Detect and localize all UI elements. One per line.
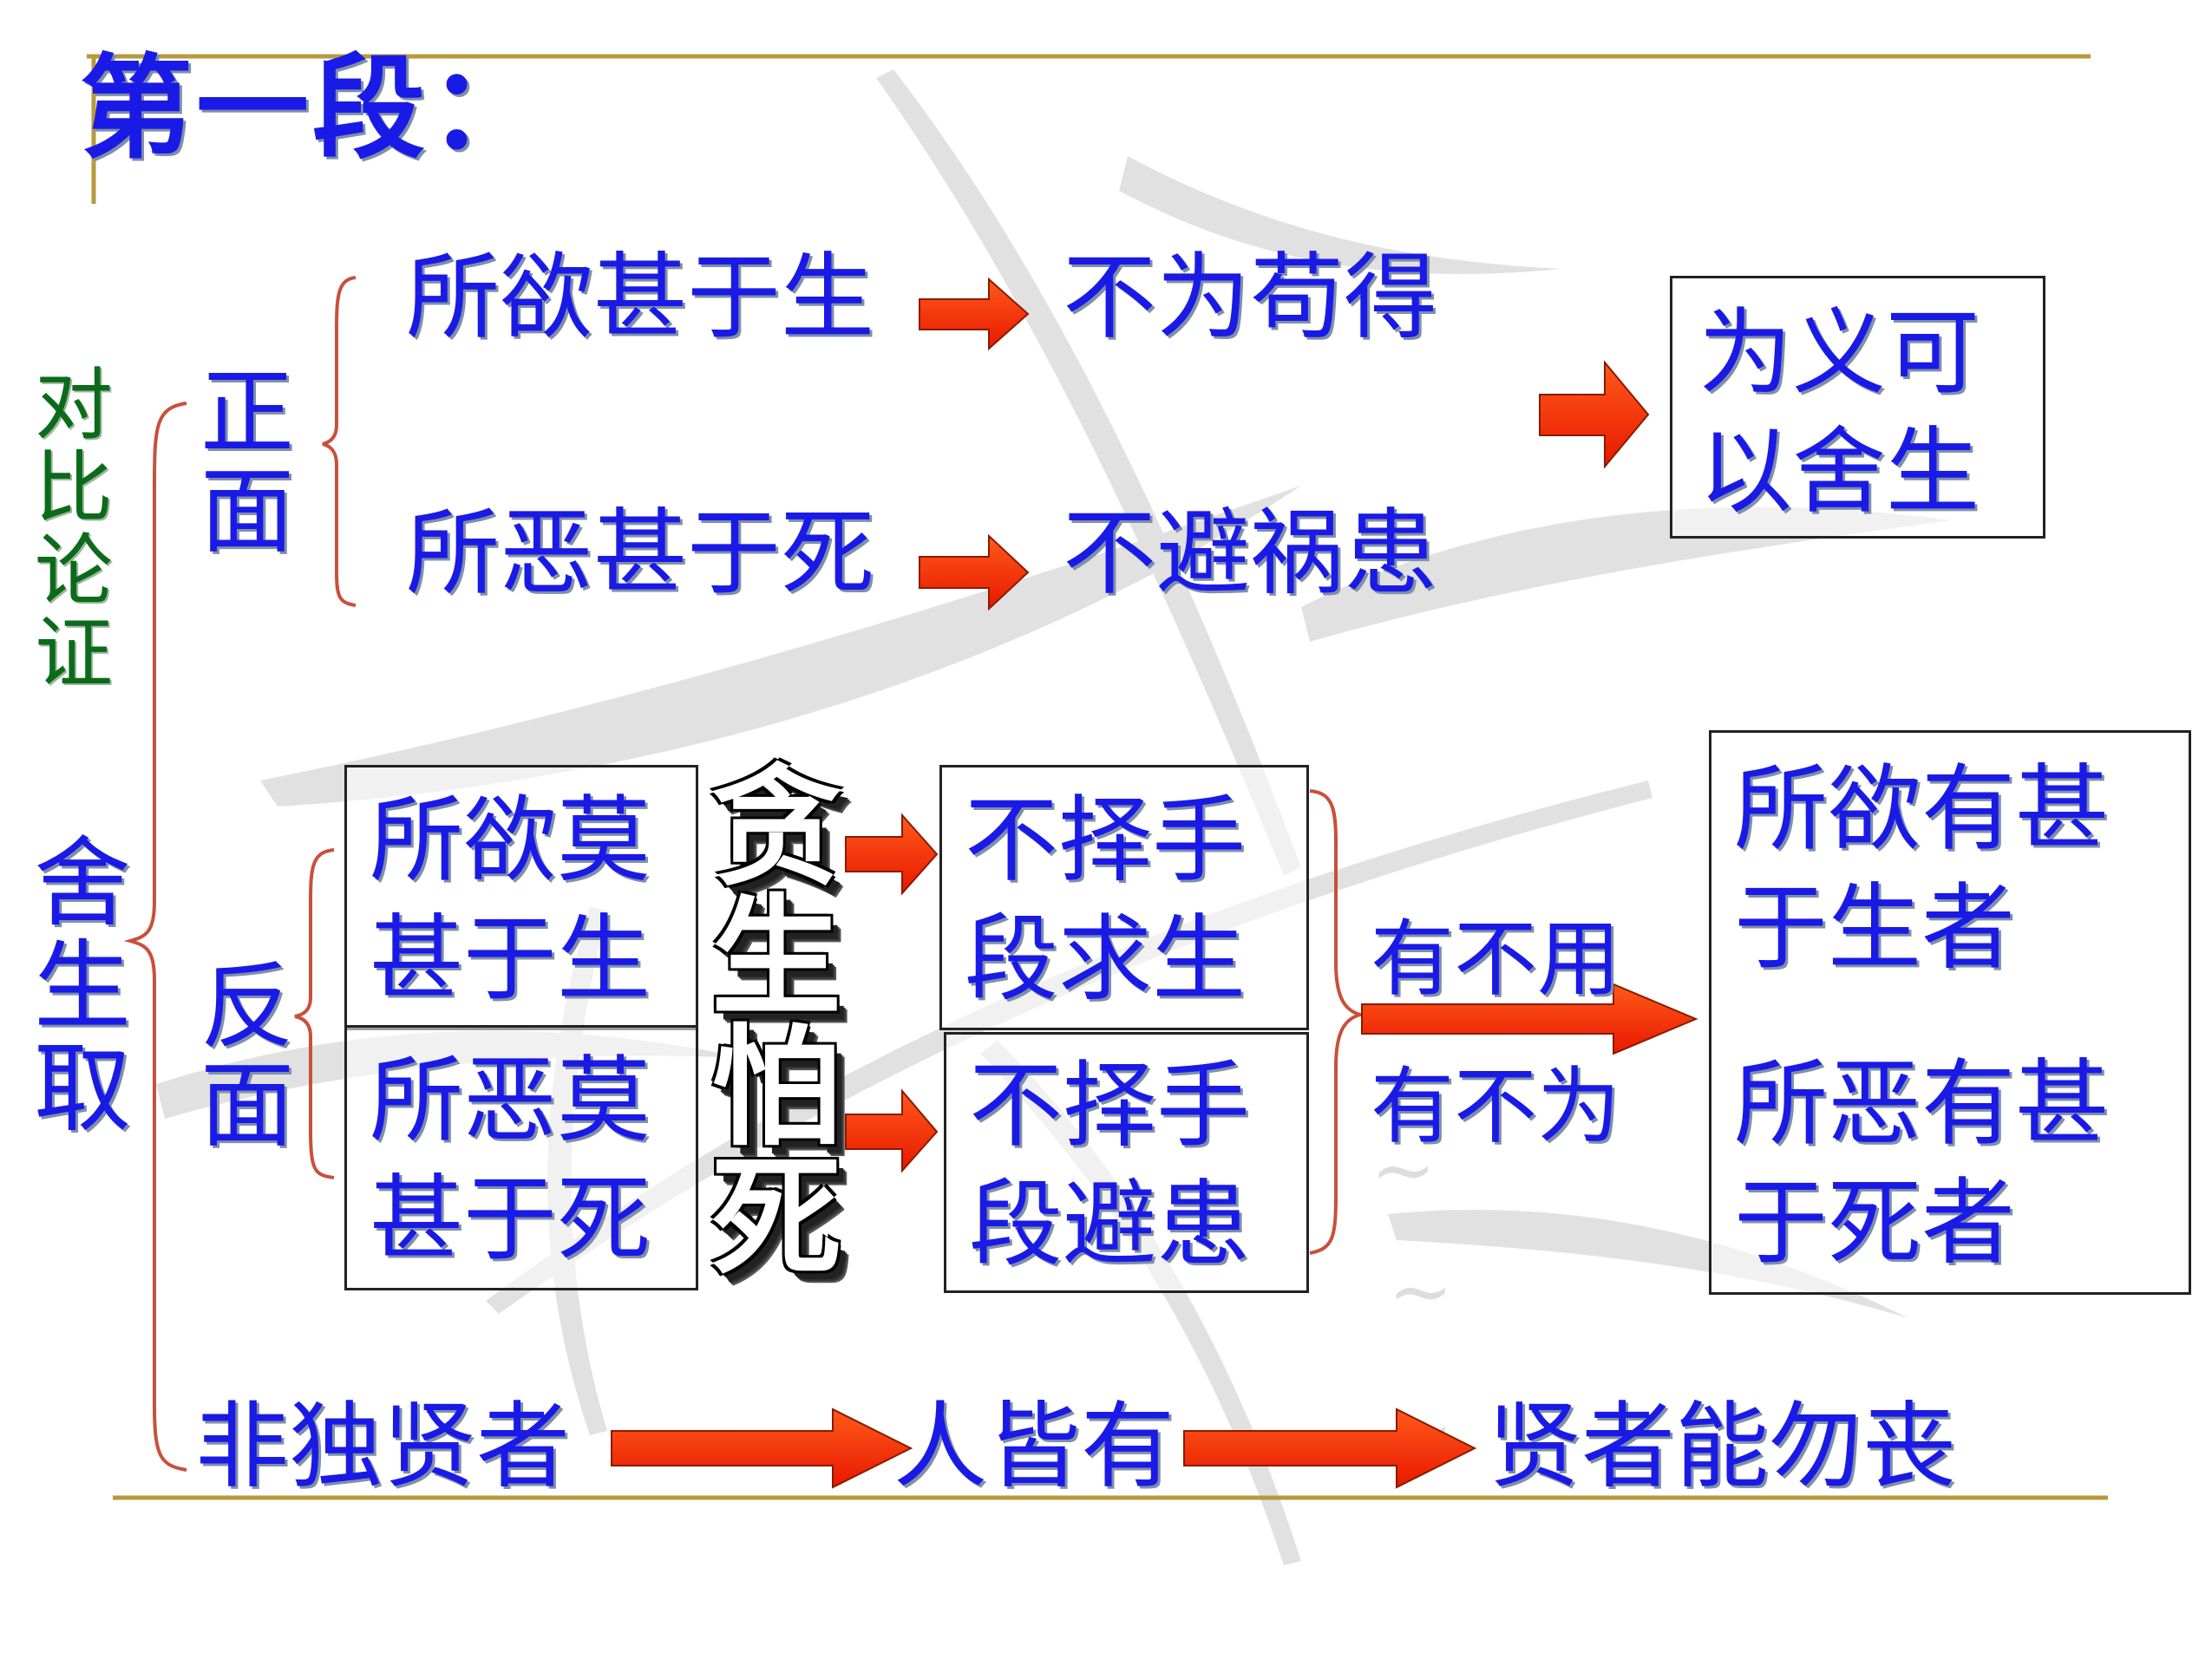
label-negative: 反面 (200, 953, 294, 1161)
negative-cause-box-2: 所恶莫甚于死 (344, 1025, 698, 1290)
main-brace (123, 402, 187, 1472)
positive-cause-2: 所恶甚于死 (406, 500, 875, 608)
label-choose: 舍生取 (34, 827, 131, 1146)
arrow-positive-result (1539, 360, 1650, 469)
bottom-part-3: 贤者能勿丧 (1488, 1393, 1957, 1501)
arrow-negative-result (1361, 983, 1698, 1055)
wordart-greed-for-life: 贪生怕死 (710, 753, 841, 1294)
arrow-label-top: 有不用 (1371, 911, 1620, 1008)
effects-brace (1309, 789, 1367, 1255)
positive-brace (322, 276, 357, 607)
arrow-label-bottom: 有不为 (1371, 1058, 1620, 1155)
positive-result-box: 为义可以舍生 (1670, 276, 2045, 539)
negative-effect-2: 不择手段避患 (969, 1052, 1251, 1280)
svg-text:~: ~ (1371, 1125, 1436, 1216)
slide-title: 第一段： (80, 42, 546, 174)
negative-cause-1: 所欲莫甚于生 (370, 787, 651, 1015)
negative-cause-box-1: 所欲莫甚于生 (344, 765, 698, 1030)
negative-effect-box-2: 不择手段避患 (944, 1032, 1309, 1293)
arrow-positive-2 (919, 533, 1030, 611)
positive-cause-1: 所欲甚于生 (406, 244, 875, 352)
negative-result-box: 所欲有甚于生者 所恶有甚于死者 (1709, 730, 2191, 1295)
arrow-positive-1 (919, 277, 1030, 351)
arrow-bottom-2 (1183, 1408, 1477, 1489)
bottom-part-2: 人皆有 (893, 1393, 1175, 1501)
bottom-part-1: 非独贤者 (195, 1393, 571, 1501)
label-positive: 正面 (200, 359, 294, 567)
svg-text:~: ~ (1388, 1246, 1453, 1337)
arrow-bottom-1 (611, 1408, 913, 1489)
negative-brace (294, 848, 335, 1179)
positive-result-text: 为义可以舍生 (1698, 299, 1980, 527)
negative-cause-2: 所恶莫甚于死 (370, 1047, 651, 1275)
arrow-negative-1 (845, 813, 939, 896)
label-contrast-argument: 对比论证 (35, 360, 113, 700)
positive-effect-1: 不为苟得 (1063, 244, 1438, 352)
arrow-negative-2 (845, 1088, 939, 1173)
negative-effect-1: 不择手段求生 (965, 787, 1247, 1015)
negative-effect-box-1: 不择手段求生 (939, 765, 1309, 1030)
negative-result-bottom: 所恶有甚于死者 (1734, 1050, 2110, 1278)
positive-effect-2: 不避祸患 (1063, 500, 1438, 608)
negative-result-top: 所欲有甚于生者 (1734, 755, 2110, 983)
